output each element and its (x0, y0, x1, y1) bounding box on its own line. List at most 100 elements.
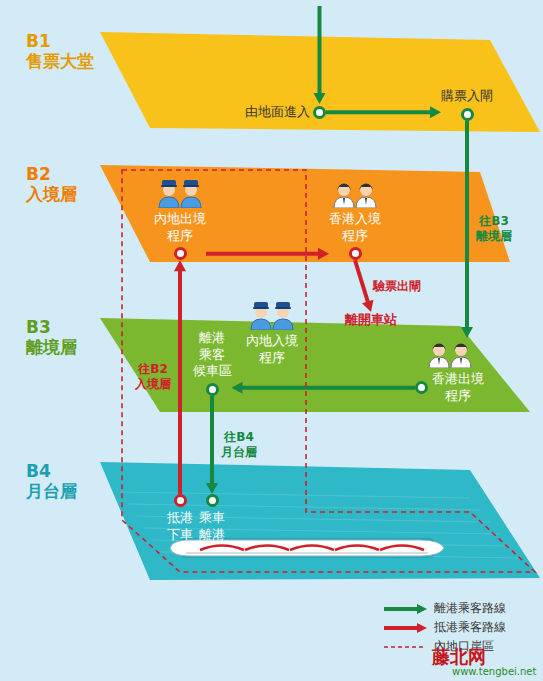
point-text: 香港出境 程序 (432, 371, 484, 404)
legend-line (384, 607, 418, 611)
level-name: 入境層 (26, 185, 77, 205)
point-text: 抵港 下車 (167, 510, 193, 543)
legend-line (384, 626, 418, 630)
platform-stripe (144, 528, 500, 534)
officer-pair (250, 300, 294, 330)
station-point: 內地出境 程序 (154, 178, 206, 260)
station-dot (461, 108, 474, 121)
legend-line (384, 646, 426, 648)
dashed-region (122, 170, 535, 572)
train-stripe (200, 546, 424, 551)
level-label: B3離境層 (26, 318, 77, 357)
station-dot (206, 383, 219, 396)
legend-text: 離港乘客路線 (434, 600, 506, 617)
route-line (241, 386, 416, 390)
route-connector (206, 396, 218, 494)
point-text: 香港入境 程序 (329, 211, 381, 244)
officer-icon (428, 338, 472, 368)
station-dot (174, 494, 187, 507)
station-dot (174, 247, 187, 260)
point-text: 內地出境 程序 (154, 211, 206, 244)
legend-row: 抵港乘客路線 (382, 619, 506, 636)
level-name: 售票大堂 (26, 52, 94, 72)
route-label: 往B3 離境層 (476, 214, 512, 244)
level-band: B1售票大堂由地面進入 購票入閘 (0, 32, 543, 132)
point-text: 離開車站 (345, 312, 397, 329)
watermark: www.tengbei.net (452, 666, 536, 677)
station-dot (415, 381, 428, 394)
station-point: 香港入境 程序 (329, 178, 381, 260)
legend-sample (382, 641, 428, 653)
point-text: 內地入境 程序 (246, 333, 298, 366)
arrow-head (174, 260, 186, 271)
station-point: 香港出境 程序 (415, 338, 484, 404)
level-label: B2入境層 (26, 165, 77, 204)
legend-sample (382, 603, 428, 615)
level-band: B2入境層內地出境 程序 香港入境 程序 (0, 165, 543, 262)
entry-line (318, 6, 322, 96)
point-text: 購票入閘 (441, 88, 493, 105)
band-polygon (100, 165, 510, 262)
arrow-head (318, 248, 329, 260)
level-label: B4月台層 (26, 462, 77, 501)
band-polygon (100, 32, 540, 132)
station-dot (349, 247, 362, 260)
arrow-head (232, 382, 243, 394)
point-row: 香港出境 程序 (415, 371, 484, 404)
train-line (186, 552, 428, 554)
route-connector (232, 382, 416, 394)
arrow-head (430, 106, 441, 118)
level-name: 離境層 (26, 338, 77, 358)
level-name: B4 (26, 462, 77, 482)
station-point: 購票入閘 (441, 88, 493, 121)
route-line (355, 260, 368, 303)
legend-head (417, 623, 427, 633)
officer-icon (250, 300, 294, 330)
station-point: 離港 乘客 候車區 (193, 330, 232, 396)
band-polygon (100, 462, 540, 580)
officer-icon (333, 178, 377, 208)
band-shape (0, 462, 543, 580)
route-connector (355, 260, 373, 312)
station-point: 乘車 離港 (199, 494, 225, 543)
legend-head (417, 604, 427, 614)
route-line (206, 252, 320, 256)
route-connector (174, 260, 186, 494)
level-name: 月台層 (26, 482, 77, 502)
officer-pair (333, 178, 377, 208)
station-point: 內地入境 程序 (246, 300, 298, 366)
station-dot (206, 494, 219, 507)
level-band: B4月台層抵港 下車乘車 離港 (0, 462, 543, 580)
station-point: 由地面進入 (245, 104, 326, 121)
station-dot (313, 106, 326, 119)
level-band: B3離境層 離港 乘客 候車區內地入境 程序香港出境 程序 (0, 318, 543, 412)
train-body (170, 540, 444, 556)
level-label: B1售票大堂 (26, 32, 94, 71)
platform-stripe (120, 492, 470, 498)
route-line (210, 396, 214, 485)
watermark: 藤北网 (432, 645, 486, 669)
route-label: 往B2 入境層 (135, 362, 171, 392)
level-name: B2 (26, 165, 77, 185)
legend-sample (382, 622, 428, 634)
officer-pair (158, 178, 202, 208)
arrow-head (362, 300, 373, 312)
station-point: 離開車站 (345, 312, 397, 329)
entry-arrow (314, 6, 326, 104)
station-point: 抵港 下車 (167, 494, 193, 543)
band-shape (0, 165, 543, 262)
legend-text: 抵港乘客路線 (434, 619, 506, 636)
route-line (178, 269, 182, 494)
route-label: 往B4 月台層 (221, 430, 257, 460)
entry-head (314, 93, 326, 104)
route-label: 驗票出閘 (373, 279, 421, 294)
officer-icon (158, 178, 202, 208)
route-line (326, 110, 432, 114)
arrow-head (206, 483, 218, 494)
route-connector (206, 248, 329, 260)
route-line (465, 121, 469, 329)
legend-row: 離港乘客路線 (382, 600, 506, 617)
train-drawing (120, 492, 520, 558)
band-polygon (100, 318, 530, 412)
